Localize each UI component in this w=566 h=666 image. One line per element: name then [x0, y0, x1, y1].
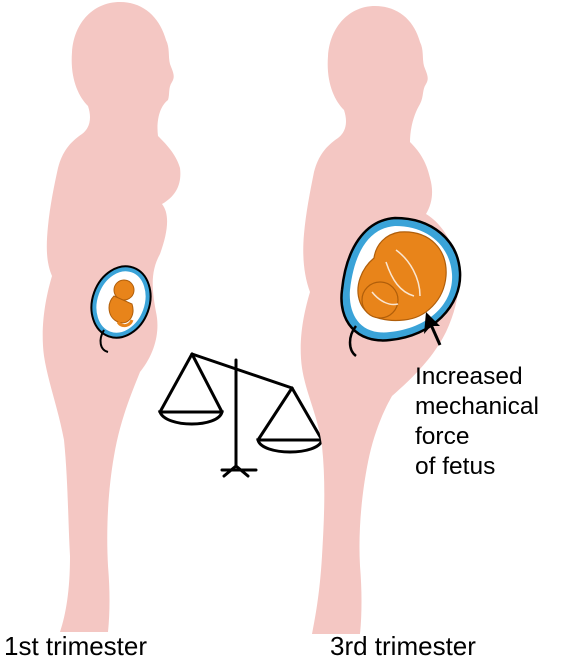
figure-third-trimester — [301, 6, 460, 634]
balance-scale-icon — [160, 354, 322, 476]
annotation-line: Increased — [415, 362, 539, 392]
annotation-line: force — [415, 422, 539, 452]
annotation-line: mechanical — [415, 392, 539, 422]
figure-first-trimester — [43, 2, 181, 632]
annotation-line: of fetus — [415, 452, 539, 482]
caption-third-trimester: 3rd trimester — [330, 630, 476, 662]
annotation-text: Increased mechanical force of fetus — [415, 362, 539, 482]
caption-first-trimester: 1st trimester — [4, 630, 147, 662]
